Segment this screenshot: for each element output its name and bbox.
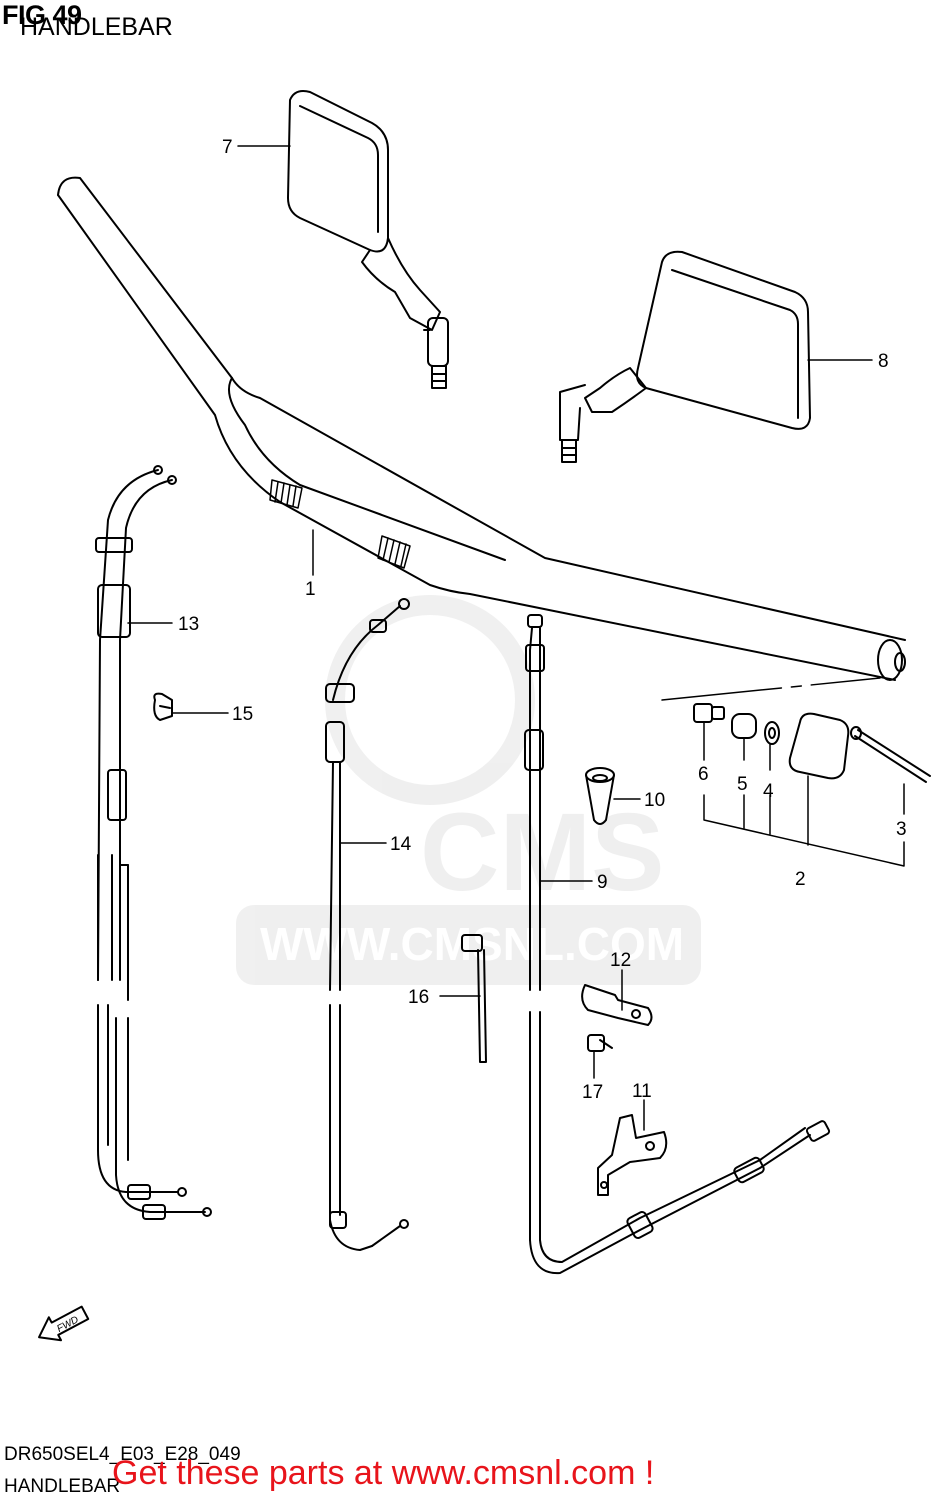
part-16-tie-strap [461, 934, 487, 1063]
part-13-throttle-cables [95, 465, 212, 1220]
knurl-right [377, 535, 411, 569]
part-17-bolt [587, 1034, 613, 1052]
callout-5: 5 [737, 774, 748, 795]
callout-7: 7 [222, 137, 233, 158]
callout-13: 13 [178, 614, 199, 635]
leader-lines [127, 145, 905, 1131]
callout-8: 8 [878, 351, 889, 372]
callout-14: 14 [390, 834, 412, 855]
reference-code: DR650SEL4_E03_E28_049 [4, 1444, 241, 1465]
part-14-cable [325, 598, 410, 1251]
figure-title: HANDLEBAR [20, 13, 173, 41]
callout-15: 15 [232, 704, 253, 725]
figure-number: FIG 49 [2, 0, 82, 30]
fwd-arrow-icon: FWD [38, 1305, 90, 1342]
callout-10: 10 [644, 790, 665, 811]
callout-4: 4 [763, 781, 774, 802]
part-4-washer [764, 721, 780, 745]
part-7-mirror-left [287, 90, 449, 389]
part-11-bracket [597, 1114, 668, 1196]
callout-11: 11 [632, 1081, 652, 1102]
part-5-spacer [731, 713, 757, 739]
callout-labels: 7 8 1 13 15 6 5 4 10 3 14 2 9 12 16 11 1… [178, 137, 907, 1103]
cms-watermark: WWW.CMSNL.COM CMS [236, 595, 701, 985]
part-15-clamp [153, 692, 173, 721]
callout-2: 2 [795, 869, 806, 890]
part-8-mirror-right [559, 250, 811, 463]
callout-9: 9 [597, 872, 608, 893]
part-3-screw [850, 726, 931, 783]
part-2-weight [788, 712, 850, 780]
footer-title: HANDLEBAR [4, 1476, 121, 1497]
part-12-bracket [581, 984, 653, 1026]
part-1-handlebar [57, 176, 906, 681]
watermark-logo: CMS [420, 791, 664, 914]
callout-6: 6 [698, 764, 709, 785]
knurl-left [269, 479, 303, 509]
part-9-clutch-cable [524, 614, 831, 1275]
callout-1: 1 [305, 579, 316, 600]
part-6-bolt [693, 703, 725, 723]
part-10-grommet [585, 767, 615, 825]
callout-17: 17 [582, 1082, 603, 1103]
callout-12: 12 [610, 950, 631, 971]
callout-3: 3 [896, 819, 907, 840]
callout-16: 16 [408, 987, 429, 1008]
promo-link[interactable]: Get these parts at www.cmsnl.com ! [112, 1454, 655, 1492]
